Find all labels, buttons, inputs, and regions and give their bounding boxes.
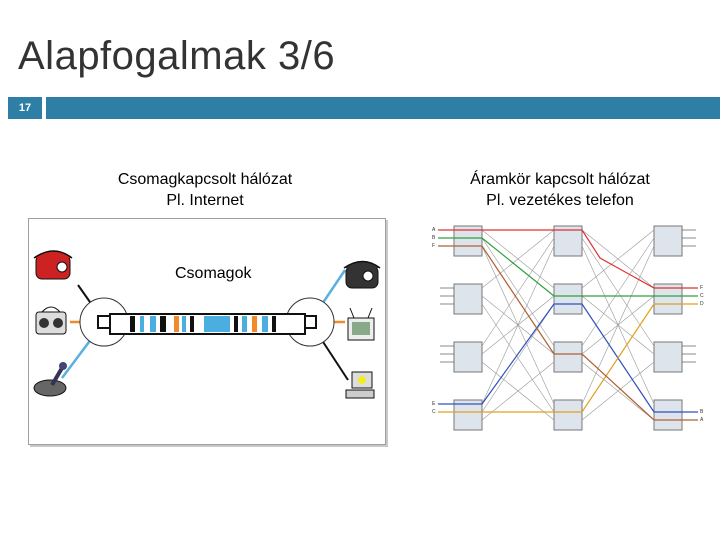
- circuit-network-drawing: [438, 225, 698, 431]
- joystick-icon: [33, 362, 67, 397]
- switch-box: [653, 341, 683, 373]
- title-bar: [46, 97, 720, 119]
- terminal-label: A: [700, 417, 704, 423]
- switch-box: [553, 225, 583, 257]
- slide-number: 17: [8, 97, 42, 119]
- circuit-blue: [438, 303, 698, 413]
- computer-icon: [345, 371, 375, 399]
- switch-box: [453, 225, 483, 257]
- packet-switched-title: Csomagkapcsolt hálózat: [117, 171, 293, 188]
- switch-box: [453, 341, 483, 373]
- switch-box: [453, 283, 483, 315]
- packet-switched-caption: Csomagkapcsolt hálózat Pl. Internet: [80, 169, 330, 211]
- switch-box: [653, 283, 683, 315]
- terminal-label: C: [432, 409, 436, 415]
- terminal-label: F: [432, 243, 436, 249]
- telephone-black-icon: [343, 260, 381, 289]
- switch-box: [553, 341, 583, 373]
- slide-title: Alapfogalmak 3/6: [18, 34, 336, 78]
- radio-icon: [35, 306, 67, 335]
- terminal-label: D: [700, 301, 704, 307]
- packet-switched-example: Pl. Internet: [166, 192, 244, 209]
- terminal-label: B: [700, 409, 704, 415]
- terminal-label: F: [700, 285, 704, 291]
- circuit-red: [438, 229, 698, 289]
- telephone-red-icon: [33, 250, 73, 280]
- terminal-label: E: [432, 401, 436, 407]
- switch-box: [553, 283, 583, 315]
- circuit-switched-example: Pl. vezetékes telefon: [486, 192, 634, 209]
- terminal-label: C: [700, 293, 704, 299]
- television-icon: [347, 307, 375, 341]
- circuit-network-illustration: A B F E C F C D B A: [430, 218, 710, 433]
- terminal-label: B: [432, 235, 436, 241]
- switch-box: [553, 399, 583, 431]
- switch-box: [653, 225, 683, 257]
- switch-box: [653, 399, 683, 431]
- circuit-green: [438, 237, 698, 297]
- circuit-switched-caption: Áramkör kapcsolt hálózat Pl. vezetékes t…: [425, 169, 695, 211]
- circuit-switched-title: Áramkör kapcsolt hálózat: [470, 171, 650, 188]
- packets-label: Csomagok: [175, 265, 252, 283]
- circuit-brown: [438, 245, 698, 421]
- terminal-label: A: [432, 227, 436, 233]
- switch-box: [453, 399, 483, 431]
- circuit-yellow: [438, 303, 698, 413]
